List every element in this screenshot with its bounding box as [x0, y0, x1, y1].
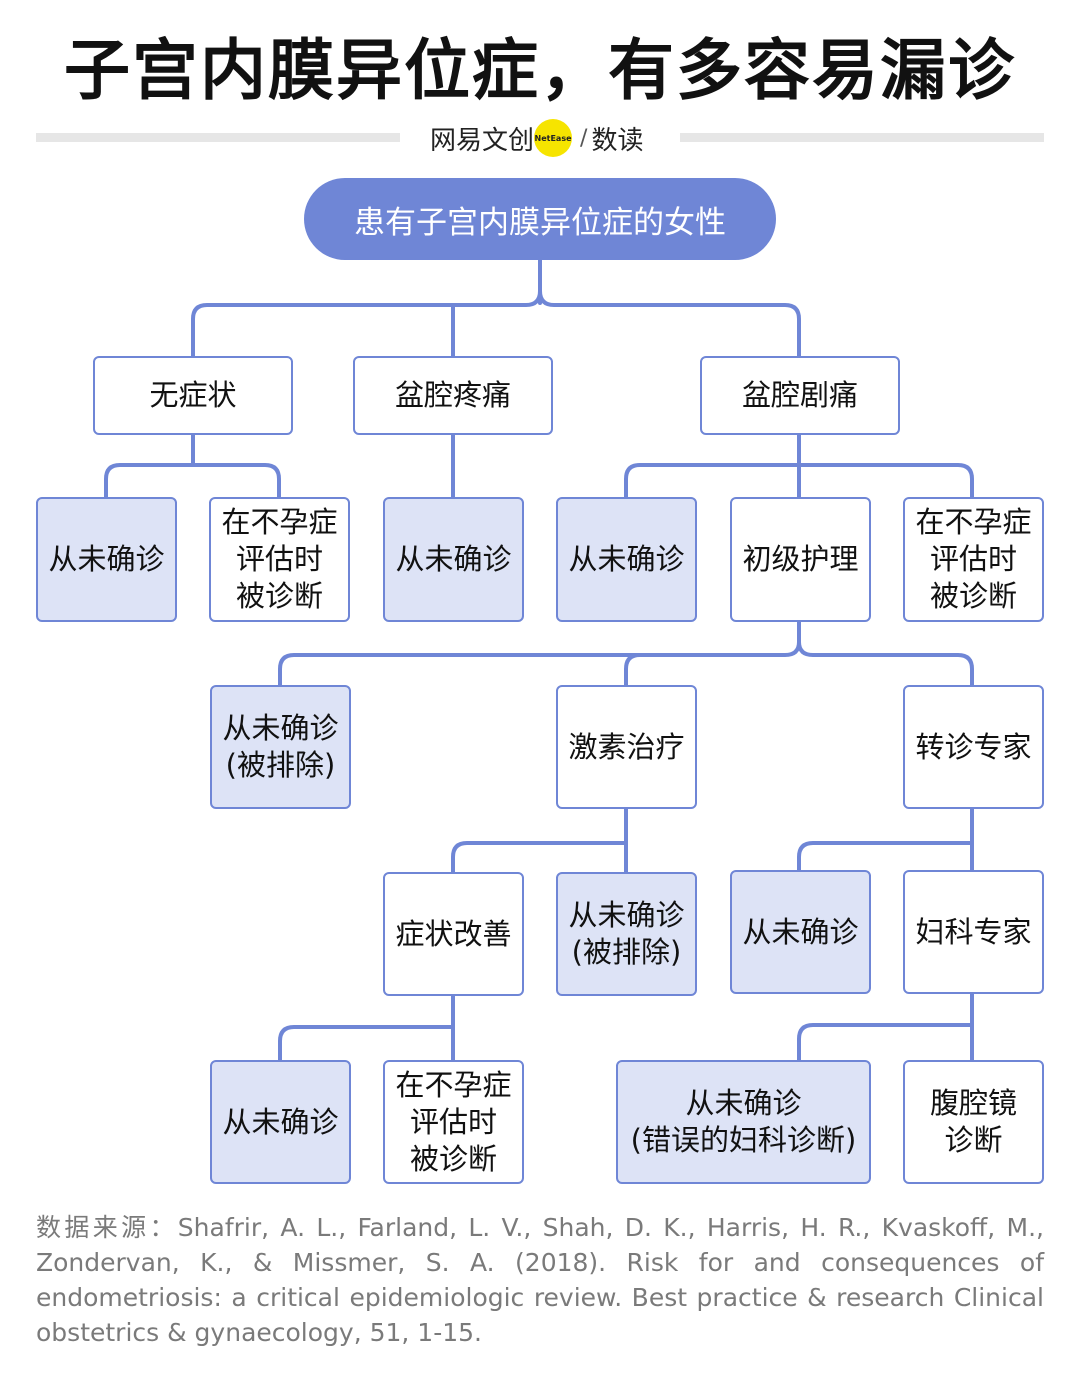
- node-symptoms-improved: 症状改善: [383, 872, 524, 996]
- netease-badge-icon: NetEase: [534, 119, 573, 157]
- brand-column: 数读: [591, 125, 644, 156]
- node-pelvic-pain: 盆腔疼痛: [353, 356, 553, 435]
- node-gynecologist: 妇科专家: [903, 870, 1044, 994]
- node-undiagnosed: 从未确诊: [730, 870, 871, 994]
- node-misdiagnosed: 从未确诊 (错误的妇科诊断): [616, 1060, 871, 1184]
- connector-hormone: [451, 807, 628, 874]
- connector-primary-care: [278, 620, 974, 687]
- node-infertility-diagnosed: 在不孕症 评估时 被诊断: [383, 1060, 524, 1184]
- page-title: 子宫内膜异位症，有多容易漏诊: [64, 32, 1016, 109]
- node-specialist-referral: 转诊专家: [903, 685, 1044, 809]
- connector-severe-pain: [624, 433, 974, 499]
- node-hormone-therapy: 激素治疗: [556, 685, 697, 809]
- connector-asymptomatic: [104, 433, 281, 499]
- connector-gyn: [797, 992, 974, 1062]
- node-undiagnosed-excluded: 从未确诊 (被排除): [210, 685, 351, 809]
- root-node: 患有子宫内膜异位症的女性: [304, 178, 776, 260]
- node-undiagnosed: 从未确诊: [556, 497, 697, 622]
- node-severe-pelvic-pain: 盆腔剧痛: [700, 356, 900, 435]
- brand-name: 网易文创: [430, 125, 535, 156]
- node-asymptomatic: 无症状: [93, 356, 293, 435]
- header-divider-right: [680, 133, 1044, 142]
- node-primary-care: 初级护理: [730, 497, 871, 622]
- brand-slash: /: [580, 125, 588, 151]
- brand-credit: 网易文创 NetEase / 数读: [430, 118, 643, 158]
- node-laparoscopy: 腹腔镜 诊断: [903, 1060, 1044, 1184]
- node-undiagnosed: 从未确诊: [36, 497, 177, 622]
- node-infertility-diagnosed: 在不孕症 评估时 被诊断: [209, 497, 350, 622]
- node-infertility-diagnosed: 在不孕症 评估时 被诊断: [903, 497, 1044, 622]
- connector-improved: [278, 994, 455, 1062]
- node-undiagnosed-excluded: 从未确诊 (被排除): [556, 872, 697, 996]
- connector-referral: [797, 807, 974, 872]
- node-undiagnosed: 从未确诊: [210, 1060, 351, 1184]
- source-citation: 数据来源：Shafrir, A. L., Farland, L. V., Sha…: [36, 1213, 1044, 1347]
- connector-level1: [191, 289, 801, 358]
- header-divider-left: [36, 133, 400, 142]
- node-undiagnosed: 从未确诊: [383, 497, 524, 622]
